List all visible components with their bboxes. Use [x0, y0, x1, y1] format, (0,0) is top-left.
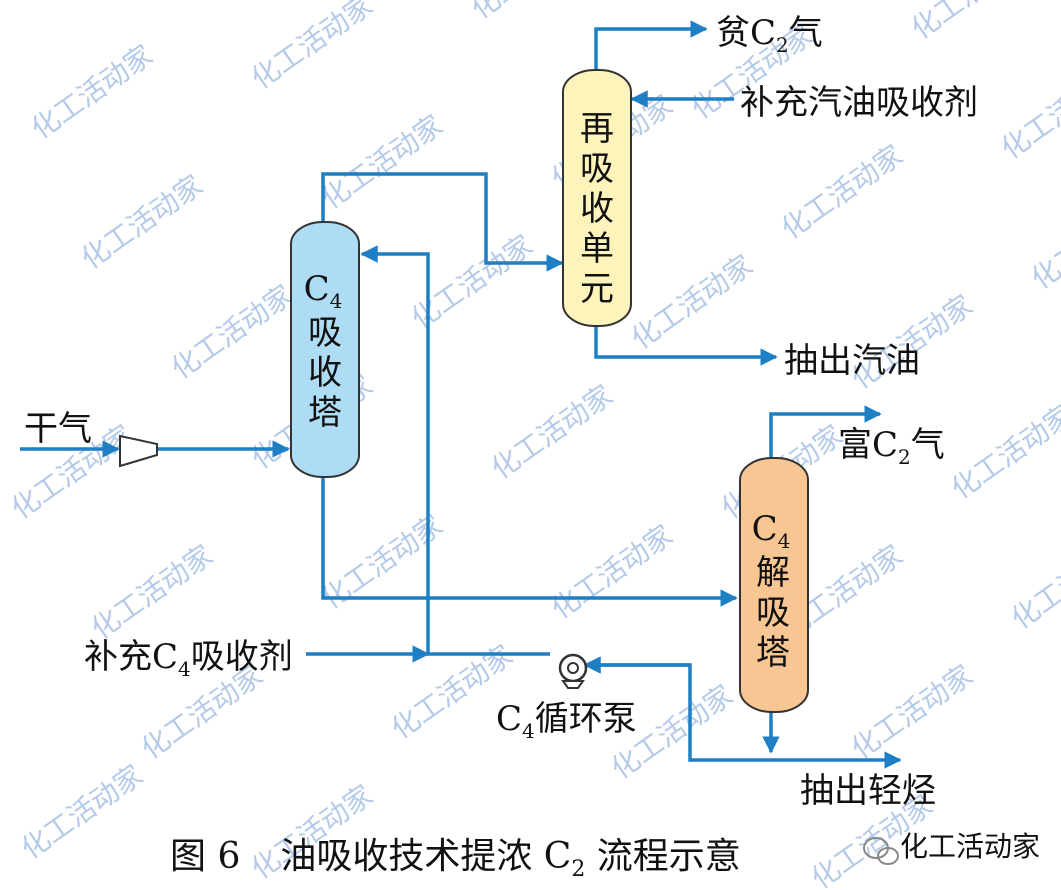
- reabsorption-unit-label: 再 吸 收 单 元: [580, 109, 614, 309]
- reabsorption-unit-column: [562, 69, 632, 327]
- pipe-lean-c2-gas-out: [594, 20, 708, 75]
- watermark-text: 化工活动家: [845, 658, 979, 765]
- pipe-rich-c2-gas-out: [769, 405, 882, 463]
- pipe-recycle-to-absorber: [360, 245, 550, 656]
- label-extract-gasoline: 抽出汽油: [784, 341, 920, 381]
- svg-text:吸: 吸: [308, 313, 342, 353]
- watermark-text: 化工活动家: [945, 398, 1061, 505]
- svg-text:C4: C4: [752, 509, 791, 553]
- svg-text:塔: 塔: [756, 633, 790, 673]
- watermark-text: 化工活动家: [905, 0, 1039, 46]
- watermark-text: 化工活动家: [25, 38, 159, 145]
- watermark-text: 化工活动家: [1005, 528, 1061, 635]
- watermark-text: 化工活动家: [545, 518, 679, 625]
- svg-text:单: 单: [580, 229, 614, 269]
- label-rich-c2-gas: 富C2气: [838, 425, 945, 469]
- svg-text:塔: 塔: [308, 393, 342, 433]
- watermark-text: 化工活动家: [775, 138, 909, 245]
- watermark-text: 化工活动家: [625, 248, 759, 355]
- pipe-absorber-top-to-reabsorber: [321, 172, 564, 272]
- svg-text:再: 再: [580, 109, 614, 149]
- watermark-text: 化工活动家: [315, 108, 449, 215]
- label-makeup-c4-absorbent: 补充C4吸收剂: [84, 637, 293, 681]
- watermark-text: 化工活动家: [1025, 188, 1061, 295]
- c4-recycle-pump-icon: [558, 653, 588, 689]
- label-c4-recycle-pump: C4循环泵: [496, 699, 637, 743]
- watermark-text: 化工活动家: [245, 0, 379, 96]
- watermark-text: 化工活动家: [85, 538, 219, 645]
- compressor-icon: [119, 434, 158, 468]
- watermark-text: 化工活动家: [485, 378, 619, 485]
- watermark-text: 化工活动家: [995, 58, 1061, 165]
- watermark-text: 化工活动家: [15, 758, 149, 865]
- brand-text: 化工活动家: [900, 830, 1040, 863]
- watermark-text: 化工活动家: [405, 228, 539, 335]
- pipe-absorber-bottom-to-desorber: [321, 476, 738, 607]
- svg-text:吸: 吸: [580, 149, 614, 189]
- watermark-text: 化工活动家: [165, 278, 299, 385]
- svg-text:收: 收: [580, 189, 614, 229]
- svg-text:C4: C4: [304, 269, 343, 313]
- watermark-text: 化工活动家: [75, 168, 209, 275]
- c4-desorber-label: C4 解 吸 塔: [752, 509, 791, 673]
- c4-desorber-column: [739, 457, 809, 713]
- c4-absorber-label: C4 吸 收 塔: [304, 269, 343, 433]
- svg-text:收: 收: [308, 353, 342, 393]
- pipe-extract-gasoline-out: [594, 323, 778, 366]
- label-lean-c2-gas: 贫C2气: [716, 13, 823, 57]
- c4-absorber-column: [290, 221, 360, 478]
- watermark-text: 化工活动家: [465, 0, 599, 26]
- svg-text:吸: 吸: [756, 593, 790, 633]
- label-extract-light-hydrocarbons: 抽出轻烃: [800, 771, 936, 811]
- label-dry-gas: 干气: [24, 409, 92, 449]
- label-makeup-gasoline-absorbent: 补充汽油吸收剂: [740, 83, 978, 123]
- svg-text:解: 解: [756, 553, 790, 593]
- brand-badge: 化工活动家: [863, 830, 1040, 865]
- wechat-icon: [863, 837, 899, 865]
- svg-text:元: 元: [580, 269, 614, 309]
